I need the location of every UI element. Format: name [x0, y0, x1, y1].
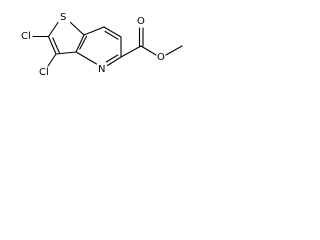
atom-nitrogen: N	[98, 64, 105, 75]
bond-c3a-c7a-double	[79, 35, 88, 50]
bond-s1-c2	[47, 21, 59, 38]
atom-sulfur: S	[60, 12, 66, 23]
bonds	[32, 21, 183, 67]
atom-chlorine-3: Cl	[39, 67, 49, 78]
atom-ester-oxygen: O	[157, 52, 165, 63]
bond-c5-ccarbonyl	[120, 45, 142, 58]
bond-c3-cl	[47, 53, 57, 67]
atom-carbonyl-oxygen: O	[137, 16, 145, 27]
bond-c3a-c7a	[75, 34, 85, 53]
bond-c5-n4-double	[105, 54, 119, 63]
bond-c3-c3a	[55, 51, 77, 55]
bond-c2-c3-double	[52, 37, 60, 54]
bond-n4-c3a	[75, 51, 98, 65]
bond-c7-c6-double	[104, 30, 119, 40]
bond-s1-c7a	[69, 21, 85, 36]
bond-c5-n4	[106, 56, 122, 67]
bond-oester-methyl	[165, 45, 183, 56]
bond-c7a-c7	[83, 26, 105, 36]
molecule-structure: S N Cl Cl O O	[21, 12, 183, 78]
bond-ccarbonyl-oester	[140, 45, 157, 56]
bond-c7-c6	[103, 26, 122, 38]
bond-c2-c3	[47, 35, 57, 55]
atom-chlorine-2: Cl	[21, 31, 31, 42]
